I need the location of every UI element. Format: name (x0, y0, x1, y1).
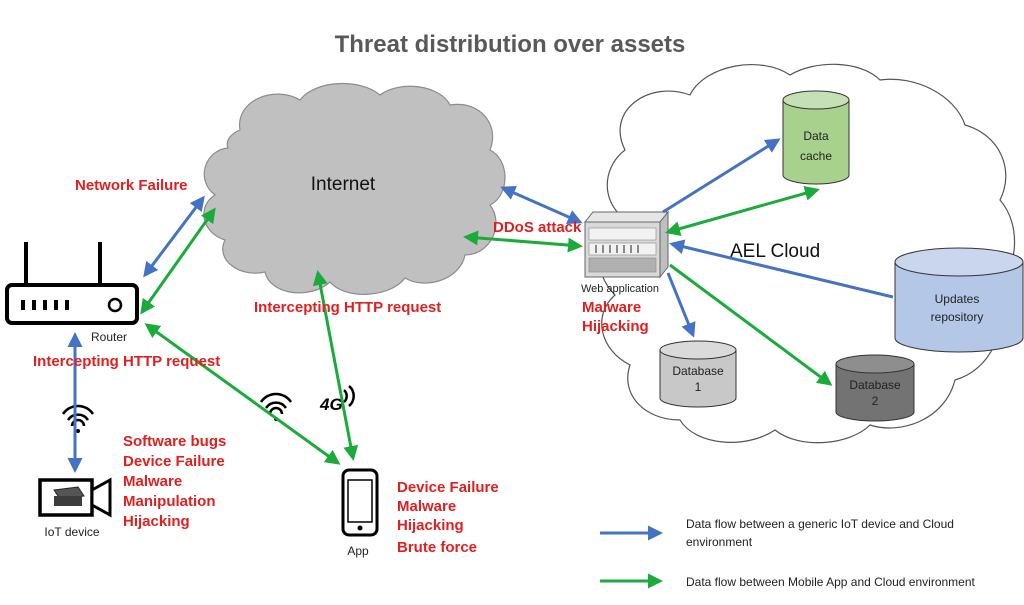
flow-router-internet-green (140, 207, 216, 315)
router-label: Router (91, 330, 127, 344)
threat-network-failure: Network Failure (75, 177, 188, 194)
threat-app-3: Hijacking (397, 517, 464, 534)
database-2-label-2: 2 (872, 394, 879, 408)
database-2-label-1: Database (849, 378, 901, 392)
database-1-cylinder (659, 340, 737, 408)
updates-repository-label-2: repository (931, 310, 984, 324)
router-icon (5, 242, 139, 325)
threat-app-4: Brute force (397, 539, 477, 556)
threat-iot-2: Device Failure (123, 453, 225, 470)
wifi-icon (61, 404, 95, 433)
four-g-signal-icon (343, 385, 355, 407)
data-cache-cylinder (782, 90, 850, 185)
threat-list-iot: Software bugs Device Failure Malware Man… (123, 433, 226, 530)
four-g-label: 4G (319, 395, 343, 414)
threat-iot-5: Hijacking (123, 513, 190, 530)
flow-webapp-datacache-green (665, 186, 820, 236)
ael-cloud-label: AEL Cloud (730, 241, 820, 262)
threat-iot-1: Software bugs (123, 433, 226, 450)
threat-webapp-malware: Malware (582, 299, 641, 316)
flow-repository-webapp-blue (669, 239, 894, 299)
threat-ddos: DDoS attack (493, 219, 582, 236)
flow-internet-webapp-blue (500, 185, 583, 225)
data-cache-label-2: cache (800, 149, 832, 163)
app-label: App (347, 544, 369, 558)
flow-internet-app-green (312, 270, 359, 461)
flow-webapp-database1-blue (666, 272, 696, 338)
page-title: Threat distribution over assets (335, 31, 686, 58)
legend-blue-text-1: Data flow between a generic IoT device a… (686, 517, 954, 531)
threat-iot-4: Manipulation (123, 493, 216, 510)
data-cache-label-1: Data (803, 129, 829, 143)
legend-blue-text-2: environment (686, 535, 753, 549)
threat-webapp-hijacking: Hijacking (582, 318, 649, 335)
green-flow-arrows (140, 186, 833, 465)
flow-router-app-green (144, 323, 341, 465)
database-1-label-1: Database (672, 364, 724, 378)
threat-intercept-router: Intercepting HTTP request (33, 353, 220, 370)
flow-webapp-database2-green (669, 263, 833, 386)
database-2-cylinder (835, 354, 915, 422)
database-1-label-2: 1 (695, 380, 702, 394)
iot-device-label: IoT device (44, 525, 99, 539)
internet-label: Internet (311, 174, 376, 195)
threat-app-2: Malware (397, 498, 456, 515)
server-icon (583, 210, 670, 279)
flow-internet-webapp-green (463, 230, 583, 253)
threat-iot-3: Malware (123, 473, 182, 490)
legend-green-text: Data flow between Mobile App and Cloud e… (686, 575, 976, 589)
iot-camera-icon (38, 477, 112, 518)
web-application-label: Web application (581, 283, 659, 295)
legend: Data flow between a generic IoT device a… (600, 517, 976, 589)
updates-repository-label-1: Updates (935, 292, 980, 306)
threat-intercept-internet: Intercepting HTTP request (254, 299, 441, 316)
threat-app-1: Device Failure (397, 479, 499, 496)
smartphone-icon (341, 468, 379, 537)
threat-list-app: Device Failure Malware Hijacking Brute f… (397, 479, 499, 556)
updates-repository-cylinder (894, 247, 1024, 353)
